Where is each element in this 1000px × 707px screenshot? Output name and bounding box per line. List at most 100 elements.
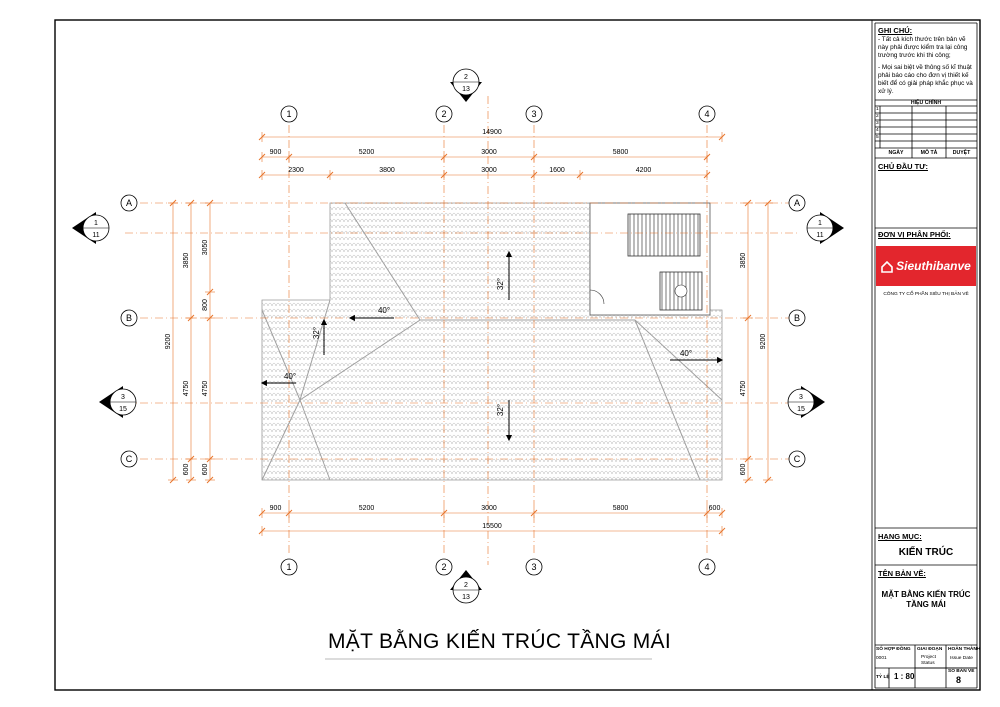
- row-bubbles-left: A B C: [120, 194, 138, 468]
- slope-arrow-4: [260, 379, 296, 387]
- grid-column-bubble-1: 1: [280, 558, 298, 576]
- scale-value: 1 : 80: [894, 672, 915, 681]
- grid-row-bubble-B: B: [120, 309, 138, 327]
- section-sheet: 13: [462, 594, 470, 601]
- dim-top-row1: [258, 152, 711, 162]
- slope-arrows: 32°40°32°40°40°32°: [260, 250, 724, 442]
- grid-row-bubble-C: C: [120, 450, 138, 468]
- row-bubbles-right: ABC: [788, 194, 806, 468]
- grid-label: 1: [286, 562, 291, 572]
- grid-row-bubble-B: B: [788, 309, 806, 327]
- dimension-label: 3850: [183, 253, 190, 269]
- section-number: 2: [464, 74, 468, 81]
- dimension-label: 3850: [740, 253, 747, 269]
- stage-label: GIAI ĐOẠN: [917, 647, 943, 652]
- section-number: 1: [818, 220, 822, 227]
- dimension-label: 5800: [613, 149, 629, 156]
- section-sheet: 11: [816, 232, 823, 239]
- revision-number: 2: [876, 114, 879, 119]
- grid-label: A: [126, 198, 132, 208]
- revision-number: 4: [876, 128, 879, 133]
- stage-sub2: Status: [921, 661, 935, 666]
- sheet-no: 8: [956, 675, 962, 685]
- slope-arrow-1: [505, 250, 513, 300]
- dim-left-inner: [205, 199, 215, 484]
- dimension-label: 9200: [760, 334, 767, 350]
- dim-top-row2: [258, 170, 711, 180]
- dimension-label: 3000: [481, 167, 497, 174]
- dimension-label: 9200: [165, 334, 172, 350]
- section-marker-right-3: 315: [787, 386, 825, 418]
- note-2: - Mọi sai biệt về thông số kĩ thuật phải…: [878, 64, 973, 95]
- company-name: CÔNG TY CỔ PHẦN SIÊU THỊ BẢN VẼ: [883, 292, 969, 297]
- grid-column-bubble-1: 1: [280, 105, 298, 123]
- owner-heading: CHỦ ĐẦU TƯ:: [878, 162, 928, 171]
- dimension-label: 5200: [359, 149, 375, 156]
- grid-label: C: [794, 454, 801, 464]
- dimension-label: 14900: [482, 129, 502, 136]
- door-swing: [589, 289, 605, 305]
- dimension-label: 2300: [288, 167, 304, 174]
- dimension-label: 1600: [549, 167, 565, 174]
- dimension-label: 4750: [740, 381, 747, 397]
- grid-column-bubble-2: 2: [435, 558, 453, 576]
- grid-row-bubble-C: C: [788, 450, 806, 468]
- section-number: 1: [94, 220, 98, 227]
- dim-right-outer: [743, 199, 753, 484]
- dimension-label: 600: [709, 505, 721, 512]
- drawing-name-line2: TẦNG MÁI: [906, 600, 946, 609]
- grid-label: 4: [704, 562, 709, 572]
- grid-label: 1: [286, 109, 291, 119]
- slope-label: 32°: [496, 278, 505, 290]
- stage-sub1: Project: [921, 655, 936, 660]
- grid-label: 3: [531, 562, 536, 572]
- section-lines: [125, 96, 800, 565]
- revision-number: 5: [876, 135, 879, 140]
- grid-label: B: [794, 313, 800, 323]
- grid-label: B: [126, 313, 132, 323]
- dimension-label: 800: [202, 299, 209, 311]
- slope-arrow-6: [505, 400, 513, 442]
- grid-label: C: [126, 454, 133, 464]
- title-block-frame: [871, 19, 981, 691]
- category-heading: HẠNG MỤC:: [878, 532, 922, 541]
- slope-label: 32°: [496, 404, 505, 416]
- column-bubbles-bottom: 1 2 3 4: [280, 558, 716, 576]
- revision-heading: HIỆU CHỈNH: [910, 100, 942, 106]
- dimension-label: 3800: [379, 167, 395, 174]
- dim-bottom-row1: [258, 508, 726, 518]
- roof-plan: [261, 202, 723, 481]
- dim-left-total: [168, 199, 178, 484]
- notes-heading: GHI CHÚ:: [878, 26, 913, 35]
- rev-col-date: NGÀY: [888, 150, 904, 156]
- dimension-label: 5800: [613, 505, 629, 512]
- dimension-label: 4750: [202, 381, 209, 397]
- grid-column-bubble-3: 3: [525, 105, 543, 123]
- section-marker-right-1: 111: [806, 212, 844, 244]
- drawing-name-heading: TÊN BẢN VẼ:: [878, 569, 926, 578]
- dimension-label: 4750: [183, 381, 190, 397]
- dimension-label: 3000: [481, 505, 497, 512]
- dimension-label: 3050: [202, 240, 209, 256]
- section-sheet: 15: [119, 406, 127, 413]
- dim-left-outer: [186, 199, 196, 484]
- dimension-chains: [168, 132, 773, 536]
- stair-block: [627, 213, 701, 257]
- distributor-heading: ĐƠN VỊ PHÂN PHỐI:: [878, 230, 951, 239]
- scale-label: TỶ LỆ: [876, 675, 890, 680]
- drawing-name-line1: MẶT BẰNG KIẾN TRÚC: [881, 590, 971, 599]
- section-marker-bottom: 213: [450, 570, 482, 604]
- grid-column-bubble-4: 4: [698, 105, 716, 123]
- section-number: 3: [121, 394, 125, 401]
- grid-lines: [140, 125, 790, 555]
- section-marker-top: 213: [450, 68, 482, 102]
- section-sheet: 11: [92, 232, 99, 239]
- grid-column-bubble-4: 4: [698, 558, 716, 576]
- grid-label: 2: [441, 562, 446, 572]
- dimension-label: 3000: [481, 149, 497, 156]
- slope-label: 32°: [312, 327, 321, 339]
